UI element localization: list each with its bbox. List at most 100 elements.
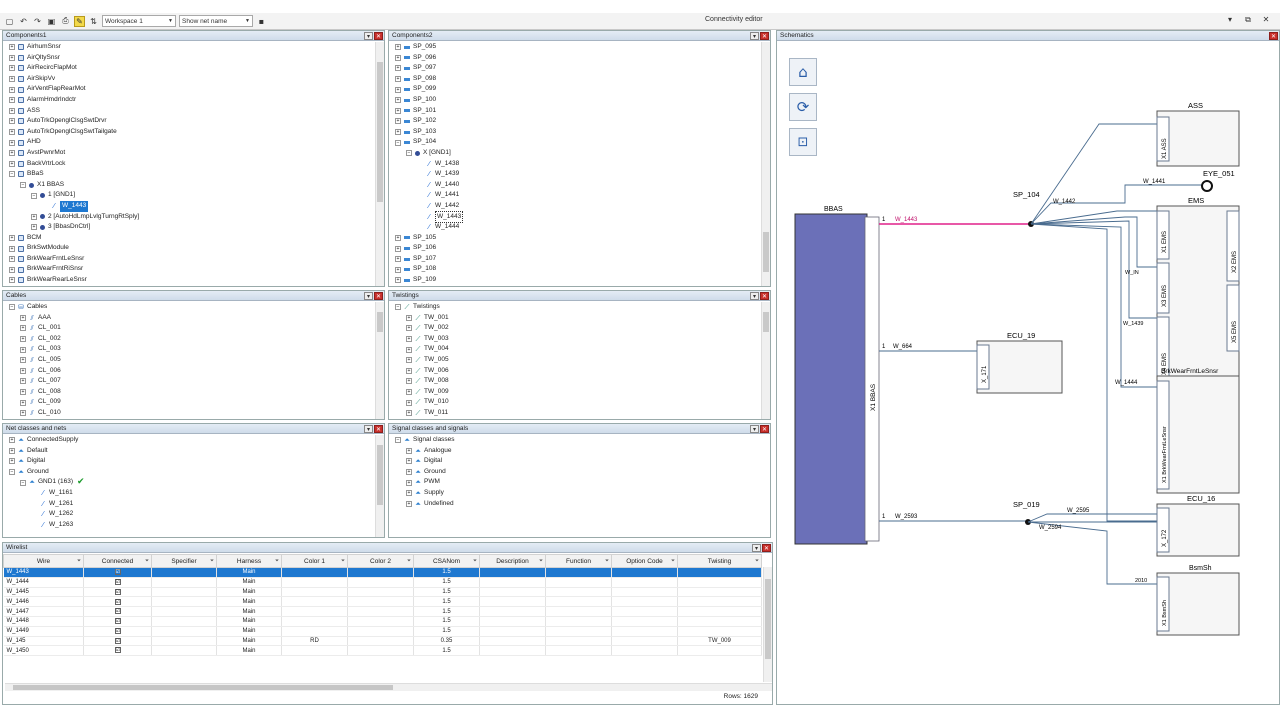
tree-item[interactable]: +⟋TW_006 (389, 366, 760, 377)
expand-icon[interactable]: + (406, 469, 412, 476)
expand-icon[interactable]: + (20, 389, 26, 396)
tree-item[interactable]: ⁄W_1443 (3, 200, 374, 212)
tree-item[interactable]: +BackVrtrLock (3, 159, 374, 170)
expand-icon[interactable]: + (9, 447, 15, 454)
expand-icon[interactable]: + (406, 346, 412, 353)
tree-item[interactable]: +AirRecircFlapMot (3, 63, 374, 74)
expand-icon[interactable]: + (9, 76, 15, 83)
collapse-icon[interactable]: − (395, 139, 401, 146)
tree-item[interactable]: +⫽CL_001 (3, 323, 374, 334)
scrollbar[interactable] (763, 567, 772, 682)
ems-connector-5[interactable] (1226, 284, 1240, 352)
tree-item[interactable]: −1 [GND1] (3, 190, 374, 201)
scrollbar[interactable] (375, 302, 384, 419)
tree-item[interactable]: +SP_105 (389, 233, 760, 244)
expand-icon[interactable]: + (9, 44, 15, 51)
ecu16-connector[interactable] (1156, 507, 1170, 553)
expand-icon[interactable]: + (9, 266, 15, 273)
expand-icon[interactable]: + (9, 107, 15, 114)
filter-icon[interactable]: ⏷ (670, 558, 675, 564)
expand-icon[interactable]: + (395, 118, 401, 125)
expand-icon[interactable]: + (395, 65, 401, 72)
collapse-icon[interactable]: − (395, 304, 401, 311)
expand-icon[interactable]: + (20, 399, 26, 406)
ecu19-block[interactable] (976, 340, 1063, 394)
tree-item[interactable]: +SP_101 (389, 106, 760, 117)
connected-checkbox[interactable]: ☑ (114, 637, 121, 644)
net-name-select[interactable]: Show net name▼ (179, 15, 253, 27)
expand-icon[interactable]: + (20, 410, 26, 417)
bbas-block[interactable] (794, 213, 868, 545)
expand-icon[interactable]: + (406, 367, 412, 374)
expand-icon[interactable]: + (406, 500, 412, 507)
expand-icon[interactable]: + (31, 213, 37, 220)
column-header[interactable]: Harness⏷ (216, 554, 282, 568)
bsmsh-connector[interactable] (1156, 576, 1170, 632)
expand-icon[interactable]: + (395, 97, 401, 104)
expand-icon[interactable]: + (406, 399, 412, 406)
tree-item[interactable]: −⟋Twistings (389, 302, 760, 313)
expand-icon[interactable]: + (20, 378, 26, 385)
expand-icon[interactable]: + (406, 314, 412, 321)
chevron-down-icon[interactable]: ▾ (364, 425, 373, 433)
tree-item[interactable]: ⁄W_1440 (389, 180, 760, 191)
chevron-down-icon[interactable]: ▾ (364, 292, 373, 300)
expand-icon[interactable]: + (406, 479, 412, 486)
expand-icon[interactable]: + (395, 86, 401, 93)
filter-icon[interactable]: ⏷ (340, 558, 345, 564)
tree-item[interactable]: +⏶Digital (3, 456, 374, 467)
tree-item[interactable]: ⁄W_1263 (3, 520, 374, 531)
expand-icon[interactable]: + (395, 54, 401, 61)
home-button[interactable]: ⌂ (789, 58, 817, 86)
tree-item[interactable]: +AirSkipVv (3, 74, 374, 85)
tree-item[interactable]: +SP_108 (389, 264, 760, 275)
expand-icon[interactable]: + (395, 277, 401, 284)
tree-item[interactable]: +AirVentFlapRearMot (3, 84, 374, 95)
tree-item[interactable]: −BBaS (3, 169, 374, 180)
chevron-down-icon[interactable]: ▾ (750, 292, 759, 300)
tree-item[interactable]: ⁄W_1439 (389, 169, 760, 180)
tree-item[interactable]: +⏶ConnectedSupply (3, 435, 374, 446)
scrollbar[interactable] (761, 302, 770, 419)
tree-item[interactable]: +⫽CL_007 (3, 376, 374, 387)
close-icon[interactable]: ✕ (374, 32, 383, 40)
close-icon[interactable]: ✕ (1262, 15, 1270, 24)
ass-connector[interactable] (1156, 116, 1170, 162)
connected-checkbox[interactable]: ☑ (114, 627, 121, 634)
column-header[interactable]: Color 2⏷ (347, 554, 414, 568)
tree-item[interactable]: +⟋TW_008 (389, 376, 760, 387)
ems-connector-1[interactable] (1156, 210, 1170, 260)
tree-item[interactable]: +BrkSwtModule (3, 243, 374, 254)
tree-item[interactable]: +AutoTrkOpenglClsgSwtTailgate (3, 127, 374, 138)
tree-item[interactable]: −⏶Ground (3, 467, 374, 478)
tree-item[interactable]: +BrkWearFrntRiSnsr (3, 264, 374, 275)
chevron-down-icon[interactable]: ▾ (364, 32, 373, 40)
expand-icon[interactable]: + (395, 107, 401, 114)
refresh-button[interactable]: ⟳ (789, 93, 817, 121)
tree-item[interactable]: +⟋TW_009 (389, 387, 760, 398)
tree-item[interactable]: +BrkWearFrntLeSnsr (3, 254, 374, 265)
collapse-icon[interactable]: − (406, 150, 412, 157)
expand-icon[interactable]: + (9, 277, 15, 284)
tree-item[interactable]: +AirhumSnsr (3, 42, 374, 53)
expand-icon[interactable]: + (406, 325, 412, 332)
tree-item[interactable]: +⏶PWM (389, 477, 760, 488)
wire-bundle-sp104[interactable] (1030, 123, 1205, 522)
filter-icon[interactable]: ⏷ (472, 558, 477, 564)
tree-item[interactable]: ⁄W_1261 (3, 499, 374, 510)
tree-item[interactable]: +ASS (3, 106, 374, 117)
collapse-icon[interactable]: − (9, 304, 15, 311)
expand-icon[interactable]: + (20, 314, 26, 321)
scrollbar[interactable] (375, 42, 384, 286)
ecu16-block[interactable] (1156, 503, 1240, 557)
connected-checkbox[interactable]: ☑ (114, 598, 121, 605)
tree-item[interactable]: +⟋TW_011 (389, 408, 760, 419)
chevron-down-icon[interactable]: ▾ (750, 425, 759, 433)
close-icon[interactable]: ✕ (760, 292, 769, 300)
expand-icon[interactable]: + (406, 490, 412, 497)
filter-icon[interactable]: ⏷ (538, 558, 543, 564)
collapse-icon[interactable]: − (31, 192, 37, 199)
tree-item[interactable]: +⫽AAA (3, 313, 374, 324)
tree-item[interactable]: +⏶Undefined (389, 499, 760, 510)
